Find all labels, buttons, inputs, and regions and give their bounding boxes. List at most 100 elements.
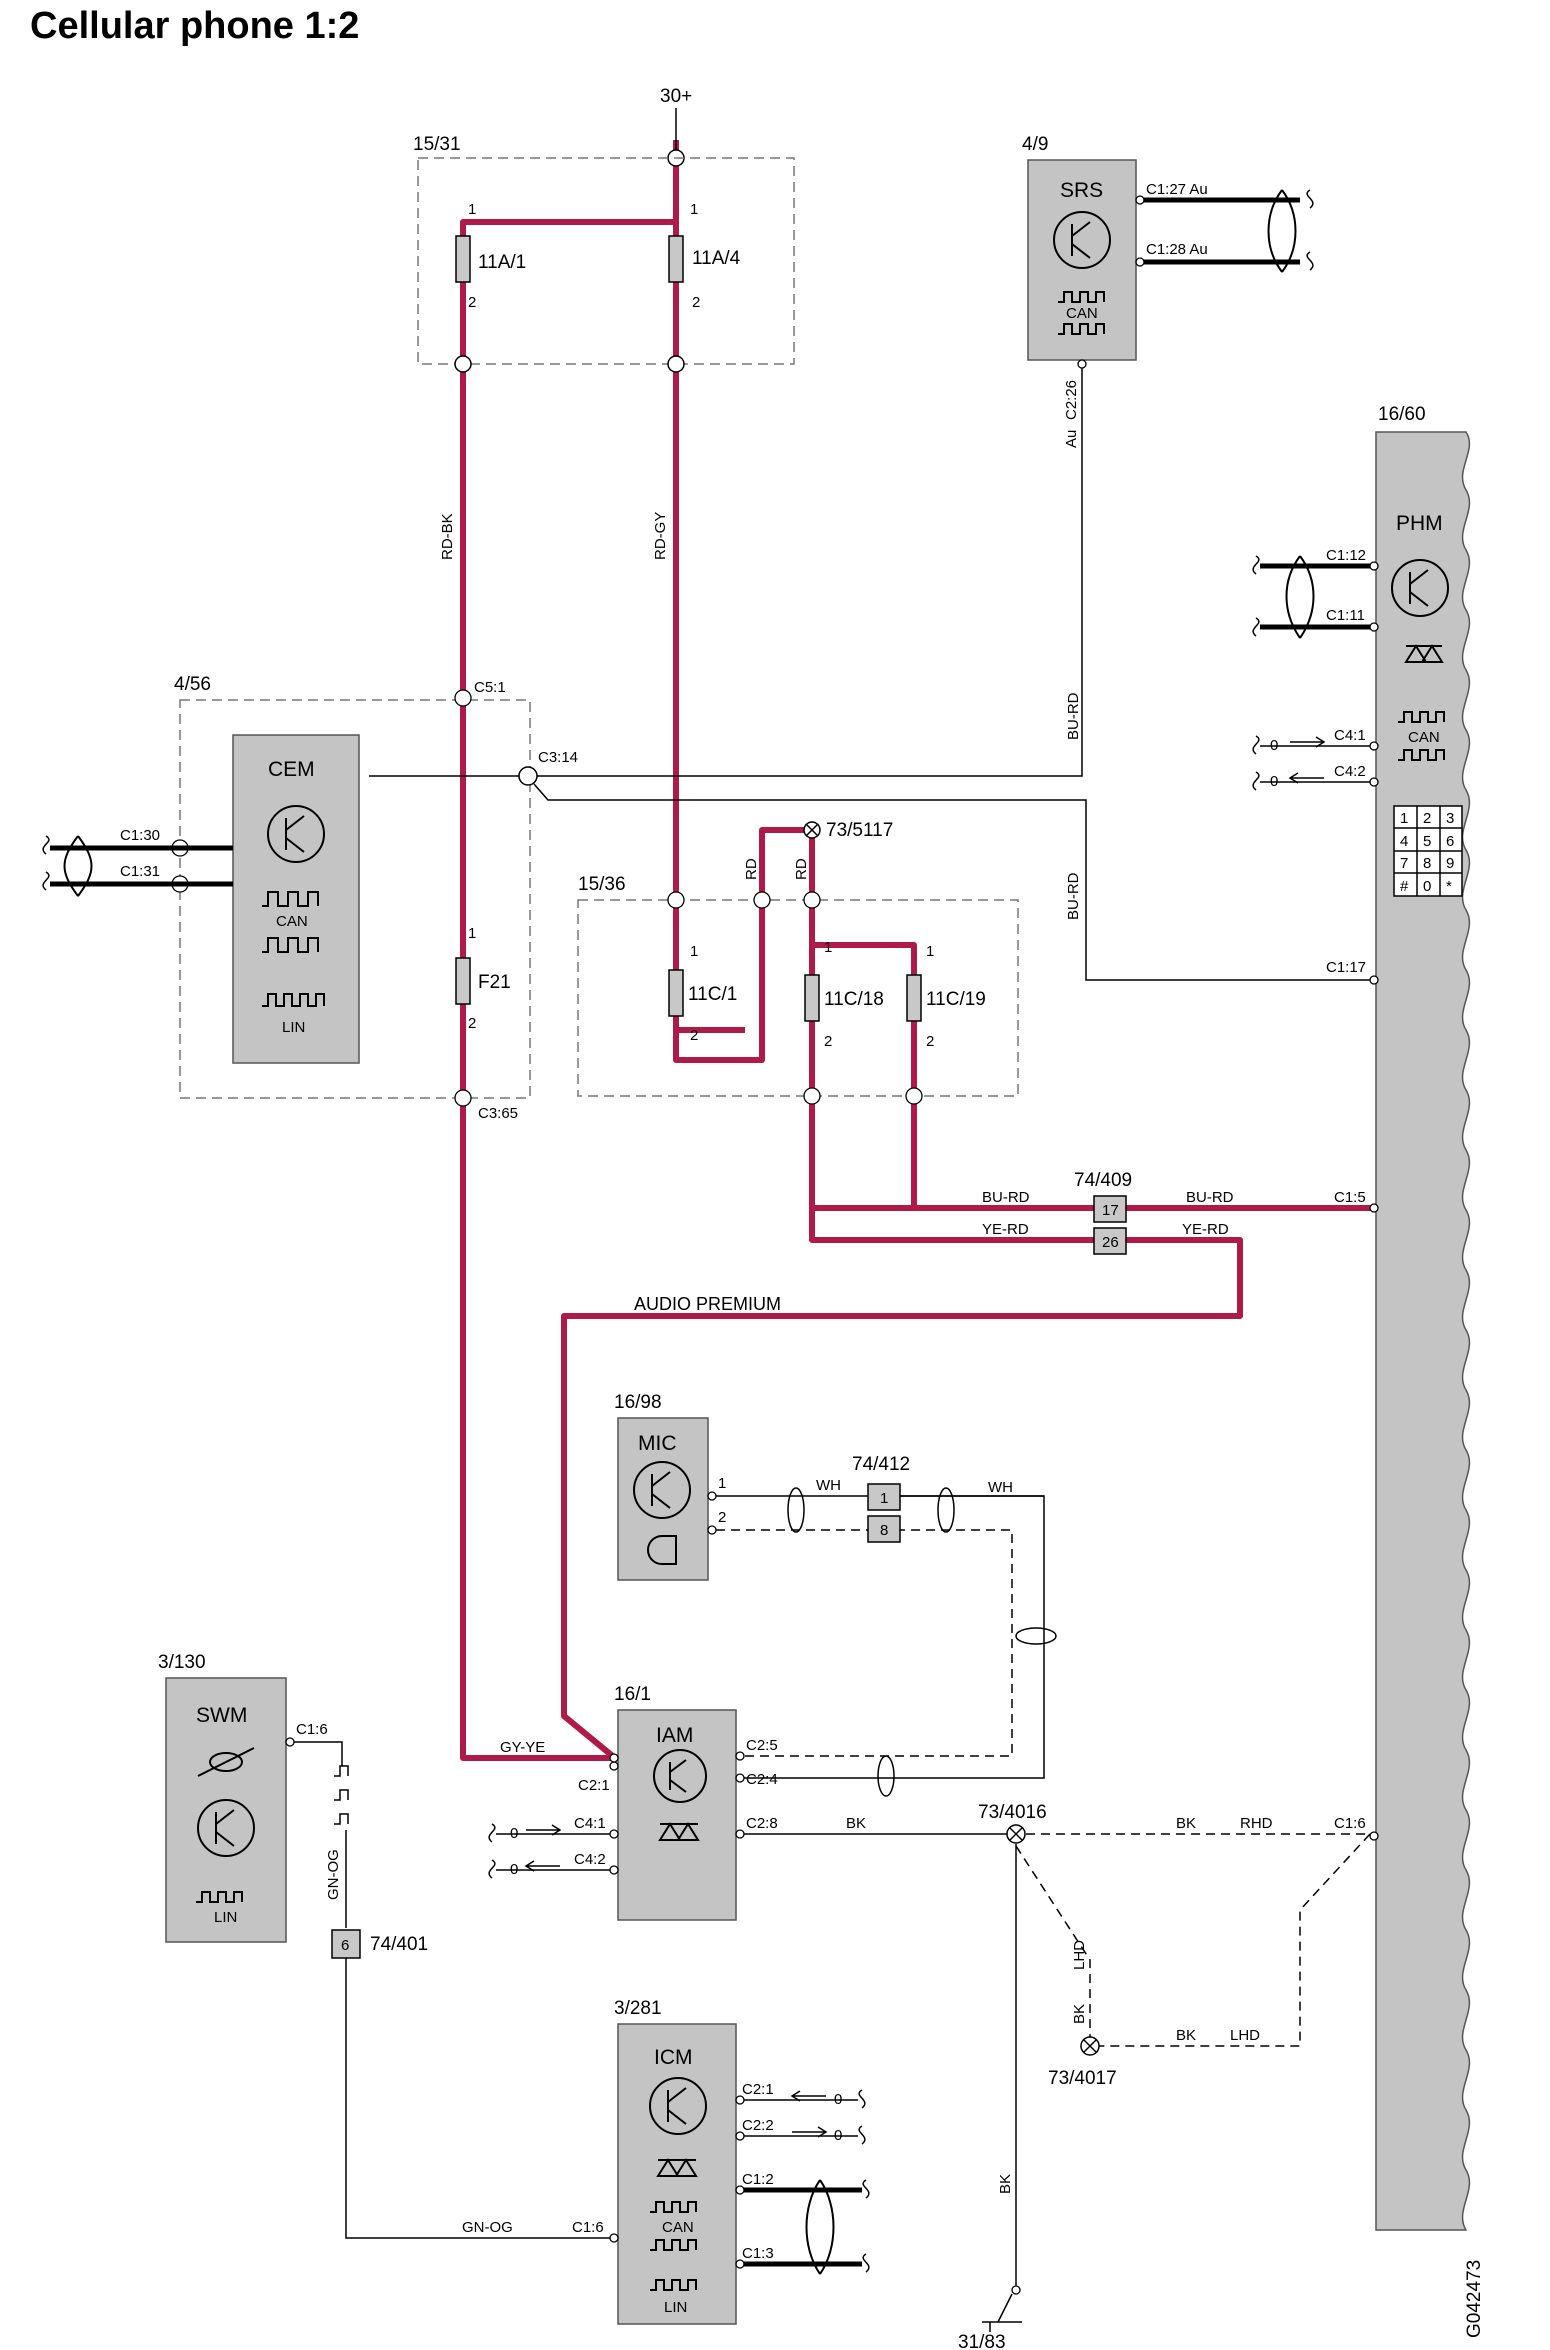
icm-module: 3/281 ICM CAN LIN C2:1 C2:2 C1:2 C1:3 C1… (572, 1998, 774, 2325)
fuse-11c-1 (668, 969, 684, 1017)
svg-text:C1:30: C1:30 (120, 827, 160, 844)
wire-label-gy-ye: GY-YE (500, 1739, 545, 1756)
svg-text:LIN: LIN (282, 1019, 305, 1036)
svg-text:BK: BK (997, 2174, 1014, 2194)
mic-module: 16/98 MIC 1 2 (614, 1392, 726, 1581)
transistor-icon (649, 2077, 707, 2135)
supply-label: 30+ (660, 86, 692, 107)
svg-text:0: 0 (834, 2091, 842, 2108)
wire-label-audio-premium: AUDIO PREMIUM (634, 1294, 781, 1314)
svg-text:1: 1 (690, 201, 698, 218)
transistor-icon (267, 805, 325, 863)
svg-text:C4:1: C4:1 (574, 1815, 606, 1832)
svg-text:7: 7 (1400, 855, 1408, 872)
svg-text:C2:4: C2:4 (746, 1771, 778, 1788)
mic-name: MIC (638, 1432, 677, 1455)
svg-text:3/281: 3/281 (614, 1998, 662, 2019)
svg-text:C1:3: C1:3 (742, 2245, 774, 2262)
svg-text:*: * (1446, 878, 1452, 895)
wire-label-rd-bk: RD-BK (439, 513, 456, 560)
svg-text:BK: BK (846, 1815, 866, 1832)
svg-text:C1:28 Au: C1:28 Au (1146, 241, 1208, 258)
twisted-pair-icon (1267, 189, 1297, 273)
svg-text:6: 6 (341, 1937, 349, 1954)
svg-text:CAN: CAN (276, 913, 308, 930)
page-title: Cellular phone 1:2 (30, 5, 359, 47)
svg-text:C1:12: C1:12 (1326, 547, 1366, 564)
svg-text:C1:6: C1:6 (572, 2219, 604, 2236)
svg-text:YE-RD: YE-RD (1182, 1221, 1229, 1238)
fusebox-15-31: 15/31 11A/1 11A/4 1 2 1 2 (413, 134, 795, 373)
connector-74-412: 74/412 1 8 WH WH (816, 1454, 1013, 1543)
svg-text:Au: Au (1063, 430, 1080, 448)
svg-text:0: 0 (834, 2127, 842, 2144)
svg-text:C2:2: C2:2 (742, 2117, 774, 2134)
svg-text:GN-OG: GN-OG (325, 1849, 342, 1900)
icm-name: ICM (654, 2046, 693, 2069)
transistor-icon (653, 1749, 707, 1803)
svg-text:1: 1 (468, 925, 476, 942)
svg-text:5: 5 (1423, 833, 1431, 850)
wire-label-rd-gy: RD-GY (652, 512, 669, 560)
twisted-pair-icon (63, 835, 93, 897)
cem-box: 4/56 CEM CAN LIN C1:30 C1:31 C5:1 C3:14 … (120, 674, 578, 1122)
lin-signal-icon (262, 993, 325, 1007)
svg-text:C2:26: C2:26 (1063, 380, 1080, 420)
fuse-11c-19-label: 11C/19 (926, 989, 986, 1010)
svg-text:C1:6: C1:6 (296, 1721, 328, 1738)
svg-text:C4:2: C4:2 (1334, 763, 1366, 780)
svg-text:CAN: CAN (1408, 729, 1440, 746)
svg-text:WH: WH (816, 1477, 841, 1494)
svg-text:4: 4 (1400, 833, 1408, 850)
fuse-f21 (455, 957, 471, 1005)
ground-label: 31/83 (958, 2332, 1006, 2350)
svg-text:C2:1: C2:1 (578, 1777, 610, 1794)
connector-74-409: 74/409 17 26 BU-RD YE-RD BU-RD YE-RD (982, 1170, 1234, 1255)
svg-text:73/4017: 73/4017 (1048, 2068, 1117, 2089)
splice-73-4017: 73/4017 (1048, 2036, 1117, 2089)
svg-text:RHD: RHD (1240, 1815, 1273, 1832)
svg-text:0: 0 (1423, 878, 1431, 895)
svg-text:2: 2 (824, 1033, 832, 1050)
transistor-icon (633, 1461, 691, 1519)
svg-text:73/5117: 73/5117 (826, 820, 893, 841)
twisted-pair-icon (1285, 555, 1315, 639)
svg-text:BU-RD: BU-RD (1186, 1189, 1234, 1206)
svg-text:#: # (1400, 878, 1409, 895)
svg-text:0: 0 (510, 1861, 518, 1878)
svg-text:9: 9 (1446, 855, 1454, 872)
svg-text:C1:31: C1:31 (120, 863, 160, 880)
svg-text:C1:6: C1:6 (1334, 1815, 1366, 1832)
svg-text:8: 8 (1423, 855, 1431, 872)
svg-text:C1:5: C1:5 (1334, 1189, 1366, 1206)
svg-text:1: 1 (718, 1475, 726, 1492)
fuse-11c-1-label: 11C/1 (688, 984, 737, 1005)
svg-text:2: 2 (468, 1015, 476, 1032)
lin-signal-icon (334, 1765, 349, 1825)
svg-text:C1:2: C1:2 (742, 2171, 774, 2188)
cem-name: CEM (268, 758, 315, 781)
svg-text:1: 1 (468, 201, 476, 218)
steering-wheel-icon (197, 1747, 255, 1777)
diode-icon (658, 1822, 700, 1841)
svg-text:74/412: 74/412 (852, 1454, 910, 1475)
svg-text:1: 1 (690, 943, 698, 960)
svg-text:74/401: 74/401 (370, 1934, 428, 1955)
iam-name: IAM (656, 1724, 693, 1747)
transistor-icon (1391, 559, 1449, 617)
phm-name: PHM (1396, 512, 1443, 535)
svg-text:BK: BK (1176, 1815, 1196, 1832)
svg-text:2: 2 (1423, 810, 1431, 827)
svg-text:GN-OG: GN-OG (462, 2219, 513, 2236)
can-signal-icon (650, 2239, 697, 2251)
swm-module: 3/130 SWM LIN C1:6 (158, 1652, 328, 1943)
svg-text:1: 1 (926, 943, 934, 960)
svg-text:C1:17: C1:17 (1326, 959, 1366, 976)
splice-73-5117: 73/5117 (803, 820, 893, 841)
svg-text:WH: WH (988, 1479, 1013, 1496)
svg-text:73/4016: 73/4016 (978, 1802, 1047, 1823)
lin-signal-icon (650, 2279, 697, 2291)
svg-text:C3:65: C3:65 (478, 1105, 518, 1122)
svg-text:4/56: 4/56 (174, 674, 211, 695)
